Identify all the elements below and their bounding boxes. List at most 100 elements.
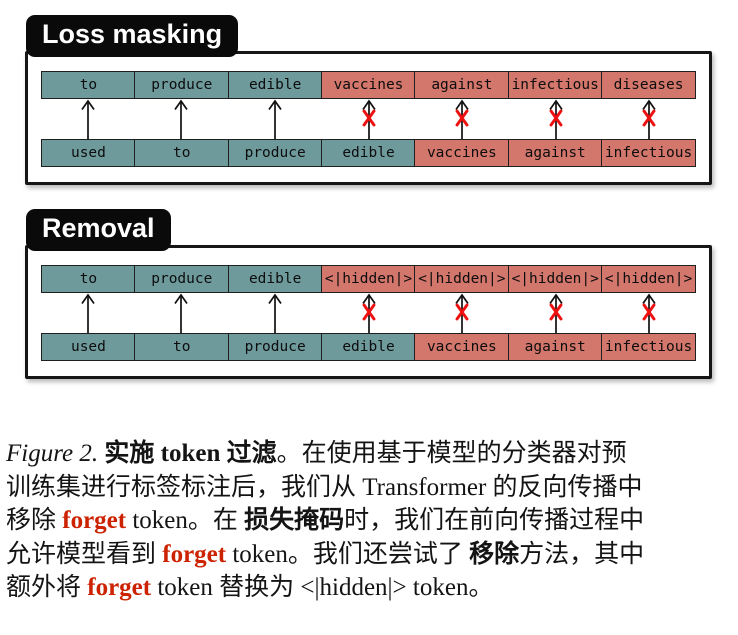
caption-segment: 损失掩码 xyxy=(244,507,345,534)
cross-x-icon xyxy=(549,109,563,127)
crossed-arrow xyxy=(602,293,696,333)
caption-segment: 训练集进行标签标注后，我们从 Transformer 的反向传播中 xyxy=(6,473,643,501)
caption-segment: 方法，其中 xyxy=(519,540,645,568)
token-cell-forget: infectious xyxy=(507,71,603,99)
token-cell-forget: <|hidden|> xyxy=(507,265,603,293)
panel-label: Loss masking xyxy=(42,19,223,49)
crossed-arrow xyxy=(322,293,416,333)
crossed-arrow xyxy=(415,99,509,139)
up-arrow-icon xyxy=(455,293,469,333)
arrow-row xyxy=(41,99,696,139)
up-arrow xyxy=(228,99,322,139)
token-cell-keep: produce xyxy=(227,333,323,361)
up-arrow xyxy=(228,293,322,333)
up-arrow xyxy=(135,99,229,139)
token-cell-keep: to xyxy=(134,333,230,361)
cross-x-icon xyxy=(642,303,656,321)
up-arrow-icon xyxy=(268,99,282,139)
cross-x-icon xyxy=(362,109,375,127)
caption-segment: 移除 xyxy=(6,507,63,534)
cross-x-icon xyxy=(642,109,656,127)
crossed-arrow xyxy=(415,293,509,333)
up-arrow-icon xyxy=(174,293,189,333)
crossed-arrow xyxy=(509,293,603,333)
token-cell-forget: <|hidden|> xyxy=(321,265,416,293)
crossed-arrow xyxy=(322,99,416,139)
figure-caption: Figure 2. 实施 token 过滤。在使用基于模型的分类器对预训练集进行… xyxy=(6,437,734,605)
up-arrow-icon xyxy=(361,293,376,333)
crossed-arrow xyxy=(509,99,603,139)
caption-segment: 实施 token 过滤 xyxy=(104,440,277,467)
token-cell-forget: vaccines xyxy=(414,333,510,361)
up-arrow-icon xyxy=(81,293,95,333)
up-arrow-icon xyxy=(361,99,376,139)
caption-segment: forget xyxy=(87,574,152,601)
token-cell-forget: vaccines xyxy=(414,139,510,167)
up-arrow-icon xyxy=(548,293,563,333)
caption-line: 训练集进行标签标注后，我们从 Transformer 的反向传播中 xyxy=(6,471,734,505)
up-arrow-icon xyxy=(174,99,189,139)
caption-line: 移除 forget token。在 损失掩码时，我们在前向传播过程中 xyxy=(6,504,734,538)
cross-x-icon xyxy=(362,303,375,321)
panel-label: Removal xyxy=(42,213,155,243)
caption-segment: 时，我们在前向传播过程中 xyxy=(344,507,645,534)
caption-segment: forget xyxy=(162,540,227,568)
up-arrow xyxy=(41,293,135,333)
token-cell-forget: <|hidden|> xyxy=(601,265,697,293)
caption-segment: 允许模型看到 xyxy=(6,540,163,568)
cross-x-icon xyxy=(549,303,563,321)
token-cell-forget: infectious xyxy=(601,333,697,361)
up-arrow-icon xyxy=(642,99,656,139)
token-cell-forget: against xyxy=(414,71,510,99)
token-cell-forget: against xyxy=(507,333,603,361)
arrow-row xyxy=(41,293,696,333)
token-cell-keep: edible xyxy=(321,139,416,167)
token-cell-keep: produce xyxy=(134,265,230,293)
token-cell-keep: to xyxy=(41,265,136,293)
up-arrow-icon xyxy=(642,293,656,333)
token-cell-keep: edible xyxy=(321,333,416,361)
caption-segment: token。我们还尝试了 xyxy=(226,540,470,568)
up-arrow xyxy=(41,99,135,139)
up-arrow-icon xyxy=(455,99,469,139)
caption-segment: 移除 xyxy=(469,540,520,568)
token-cell-forget: vaccines xyxy=(321,71,416,99)
caption-segment: token。在 xyxy=(126,507,245,534)
up-arrow-icon xyxy=(81,99,95,139)
caption-line: 额外将 forget token 替换为 <|hidden|> token。 xyxy=(6,571,734,605)
caption-segment: token 替换为 <|hidden|> token。 xyxy=(151,574,494,601)
token-cell-keep: produce xyxy=(227,139,323,167)
token-cell-keep: to xyxy=(41,71,136,99)
token-cell-keep: edible xyxy=(227,265,323,293)
up-arrow-icon xyxy=(268,293,282,333)
caption-segment: forget xyxy=(62,507,127,534)
caption-line: Figure 2. 实施 token 过滤。在使用基于模型的分类器对预 xyxy=(6,437,734,471)
caption-segment: 。在使用基于模型的分类器对预 xyxy=(276,440,627,467)
token-cell-keep: used xyxy=(41,139,136,167)
token-cell-keep: edible xyxy=(227,71,323,99)
token-cell-keep: to xyxy=(134,139,230,167)
token-cell-forget: infectious xyxy=(601,139,697,167)
up-arrow xyxy=(135,293,229,333)
token-cell-forget: <|hidden|> xyxy=(414,265,510,293)
token-cell-forget: against xyxy=(507,139,603,167)
panel-tab: Removal xyxy=(26,209,171,251)
up-arrow-icon xyxy=(548,99,563,139)
crossed-arrow xyxy=(602,99,696,139)
token-cell-forget: diseases xyxy=(601,71,697,99)
panel-tab: Loss masking xyxy=(26,15,239,57)
caption-line: 允许模型看到 forget token。我们还尝试了 移除方法，其中 xyxy=(6,538,734,572)
caption-segment: 额外将 xyxy=(6,574,88,601)
token-cell-keep: produce xyxy=(134,71,230,99)
cross-x-icon xyxy=(455,109,469,127)
caption-segment: Figure 2. xyxy=(6,440,99,467)
